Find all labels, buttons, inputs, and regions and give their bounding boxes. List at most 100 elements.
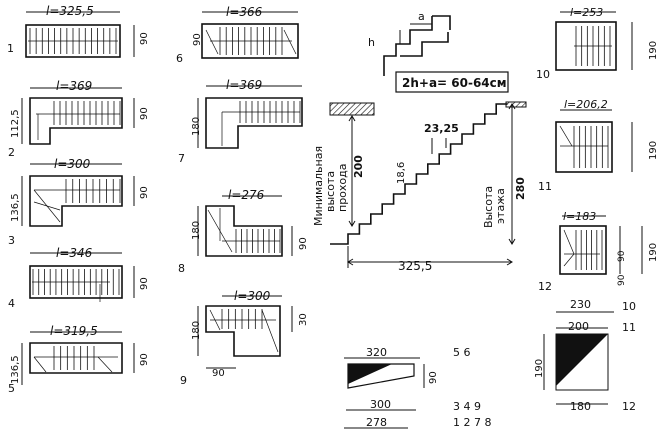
span-value: 325,5 bbox=[398, 259, 432, 273]
opening-large: 230 10 200 11 190 180 12 bbox=[534, 298, 636, 413]
plan-1-width: 90 bbox=[139, 32, 150, 45]
floor-height-value: 280 bbox=[514, 177, 527, 200]
opening-small-bottom-a: 300 bbox=[370, 398, 391, 411]
stair-plan-9: l=300 180 90 30 9 bbox=[180, 289, 309, 387]
plan-5-side: 136,5 bbox=[10, 355, 21, 384]
plan-6-number: 6 bbox=[176, 52, 183, 65]
headroom-label-2: высота bbox=[324, 171, 337, 212]
floor-height-label-2: этажа bbox=[494, 188, 507, 224]
stair-plan-4: l=346 90 4 bbox=[8, 246, 150, 310]
plan-2-length: l=369 bbox=[56, 79, 92, 93]
plan-12-side: 190 bbox=[648, 243, 659, 262]
plan-10-length: l=253 bbox=[570, 6, 603, 19]
upper-floor bbox=[505, 101, 527, 108]
plan-4-outline bbox=[29, 265, 123, 299]
stair-profile-line bbox=[330, 103, 508, 245]
opening-small-group-3: 1 2 7 8 bbox=[453, 416, 491, 429]
plan-4-width: 90 bbox=[139, 277, 150, 290]
opening-large-ids-3: 12 bbox=[622, 400, 636, 413]
plan-11-length: l=206,2 bbox=[564, 98, 608, 111]
ceiling-slab bbox=[329, 102, 375, 116]
stair-plan-5: l=319,5 90 136,5 5 bbox=[8, 324, 150, 395]
stair-section: Минимальная высота прохода 200 Высота эт… bbox=[312, 101, 527, 273]
plan-11-side: 190 bbox=[648, 141, 659, 160]
plan-9-length: l=300 bbox=[234, 289, 271, 303]
plan-10-number: 10 bbox=[536, 68, 550, 81]
plan-7-side: 180 bbox=[191, 117, 202, 136]
plan-9-right: 30 bbox=[298, 313, 309, 326]
plan-3-length: l=300 bbox=[54, 157, 91, 171]
plan-3-width: 90 bbox=[139, 186, 150, 199]
plan-1-outline bbox=[25, 24, 121, 58]
plan-6-length: l=366 bbox=[226, 5, 263, 19]
plan-4-length: l=346 bbox=[56, 246, 93, 260]
plan-9-width: 90 bbox=[212, 368, 225, 379]
plan-12-width-a: 90 bbox=[617, 250, 627, 262]
stair-plan-3: l=300 90 136,5 3 bbox=[8, 157, 150, 247]
opening-large-ids-2: 11 bbox=[622, 321, 636, 334]
plan-12-width-b: 90 bbox=[617, 274, 627, 286]
plan-2-outline bbox=[29, 97, 123, 145]
opening-small-top: 320 bbox=[366, 346, 387, 359]
step-profile: a h 2h+a= 60-64см bbox=[368, 10, 509, 93]
plan-9-outline bbox=[205, 305, 281, 357]
plan-2-side: 112,5 bbox=[10, 109, 21, 138]
plan-3-number: 3 bbox=[8, 234, 15, 247]
stair-plan-10: l=253 190 10 bbox=[536, 6, 659, 81]
plan-5-number: 5 bbox=[8, 382, 15, 395]
plan-3-outline bbox=[29, 175, 123, 227]
headroom-label-3: прохода bbox=[336, 164, 349, 213]
headroom-label-1: Минимальная bbox=[312, 146, 325, 226]
opening-large-dim-1: 230 bbox=[570, 298, 591, 311]
stair-plan-7: l=369 180 7 bbox=[178, 78, 303, 165]
stair-plan-11: l=206,2 190 11 bbox=[538, 98, 659, 193]
opening-small-height: 90 bbox=[428, 371, 439, 384]
plan-1-number: 1 bbox=[7, 42, 14, 55]
opening-small-group-1: 5 6 bbox=[453, 346, 471, 359]
plan-8-side: 180 bbox=[191, 221, 202, 240]
stair-plan-2: l=369 90 112,5 2 bbox=[8, 79, 150, 159]
rise-symbol: h bbox=[368, 36, 375, 49]
plan-5-outline bbox=[29, 342, 123, 374]
plan-10-outline bbox=[555, 21, 617, 71]
plan-7-number: 7 bbox=[178, 152, 185, 165]
plan-8-length: l=276 bbox=[228, 188, 265, 202]
plan-6-outline bbox=[201, 23, 299, 59]
plan-2-width: 90 bbox=[139, 107, 150, 120]
tread-value: 23,25 bbox=[424, 122, 459, 135]
plan-5-width: 90 bbox=[139, 353, 150, 366]
plan-3-side: 136,5 bbox=[10, 193, 21, 222]
opening-large-height: 190 bbox=[534, 359, 545, 378]
opening-large-ids-1: 10 bbox=[622, 300, 636, 313]
plan-12-length: l=183 bbox=[563, 210, 596, 223]
plan-5-length: l=319,5 bbox=[50, 324, 98, 338]
stair-plan-12: l=183 90 90 190 12 bbox=[538, 210, 659, 293]
plan-6-width: 90 bbox=[192, 33, 203, 46]
plan-11-outline bbox=[555, 121, 613, 173]
plan-7-length: l=369 bbox=[226, 78, 262, 92]
plan-12-outline bbox=[559, 225, 607, 275]
riser-value: 18,6 bbox=[396, 162, 407, 184]
opening-small-bottom-b: 278 bbox=[366, 416, 387, 429]
stair-plan-8: l=276 180 90 8 bbox=[178, 188, 309, 275]
run-symbol: a bbox=[418, 10, 425, 23]
floor-height-label-1: Высота bbox=[482, 186, 495, 228]
opening-small-group-2: 3 4 9 bbox=[453, 400, 481, 413]
formula-box bbox=[395, 71, 509, 93]
opening-large-bottom: 180 bbox=[570, 400, 591, 413]
plan-8-width: 90 bbox=[298, 237, 309, 250]
plan-9-side: 180 bbox=[191, 321, 202, 340]
plan-8-outline bbox=[205, 205, 283, 257]
plan-9-number: 9 bbox=[180, 374, 187, 387]
plan-8-number: 8 bbox=[178, 262, 185, 275]
stair-plan-6: l=366 90 6 bbox=[176, 5, 299, 65]
plan-2-number: 2 bbox=[8, 146, 15, 159]
opening-large-dim-2: 200 bbox=[568, 320, 589, 333]
plan-4-number: 4 bbox=[8, 297, 15, 310]
plan-10-side: 190 bbox=[648, 41, 659, 60]
stair-plan-1: l=325,5 90 1 bbox=[7, 4, 150, 58]
plan-1-length: l=325,5 bbox=[46, 4, 94, 18]
plan-7-outline bbox=[205, 97, 303, 149]
plan-11-number: 11 bbox=[538, 180, 552, 193]
